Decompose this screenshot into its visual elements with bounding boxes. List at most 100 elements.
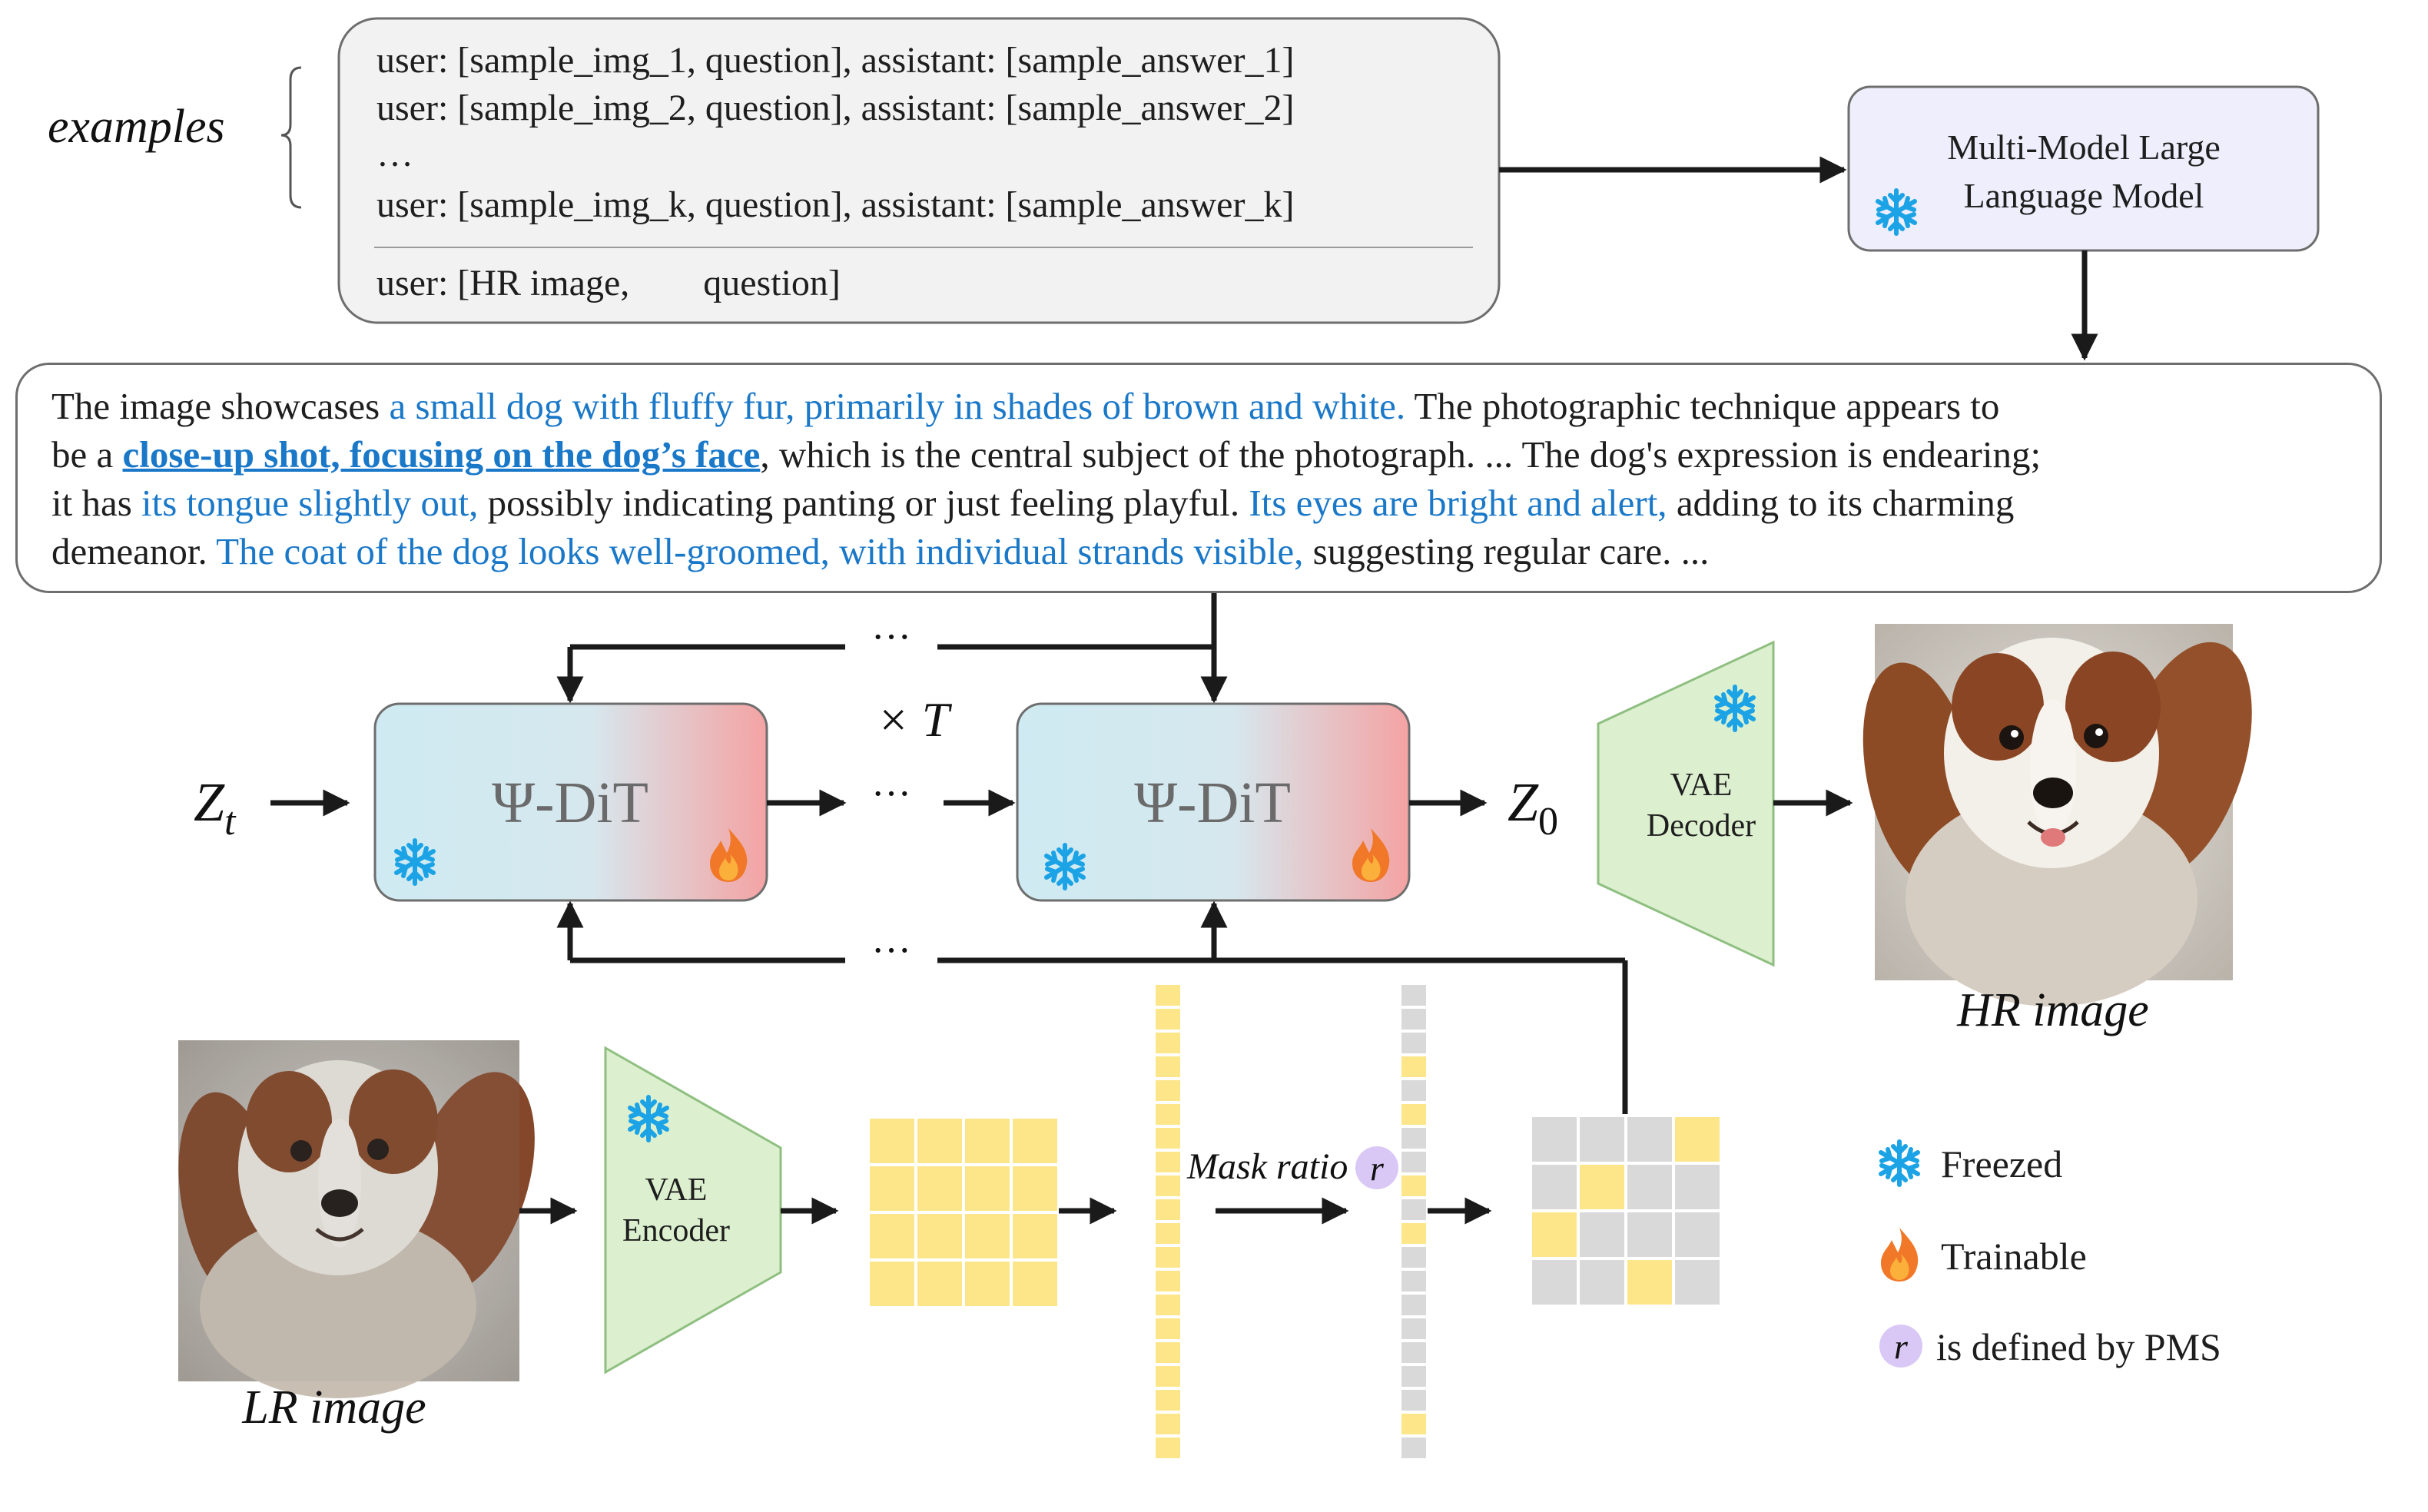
caption-text: The photographic technique appears to [1405, 385, 2000, 427]
masked-token-cell [1398, 1030, 1429, 1056]
latent-cell [867, 1163, 917, 1214]
prompt-query-line: user: [HR image, question] [376, 263, 841, 303]
token-cell [1153, 1339, 1183, 1366]
token-cell [1153, 982, 1183, 1009]
mllm-caption-box: The image showcases a small dog with flu… [15, 363, 2382, 593]
prompt-line-k: user: [sample_img_k, question], assistan… [376, 184, 1294, 225]
token-cell [1153, 1125, 1183, 1152]
masked-token-cell [1398, 1053, 1429, 1080]
latent-cell [1010, 1258, 1060, 1309]
caption-text: , which is the central subject of the ph… [760, 433, 2042, 476]
masked-token-cell [1398, 1292, 1429, 1318]
latent-cell [867, 1258, 917, 1309]
legend-r-symbol: r [1894, 1327, 1909, 1366]
vae-decoder-shape [1597, 640, 1775, 967]
masked-grid-cell [1672, 1114, 1723, 1165]
masked-token-cell [1398, 1172, 1429, 1199]
latent-cell [1010, 1163, 1060, 1214]
flame-icon [1881, 1228, 1919, 1282]
token-cell [1153, 1292, 1183, 1318]
latent-cell [962, 1116, 1013, 1166]
prompt-line-1: user: [sample_img_1, question], assistan… [376, 40, 1294, 81]
token-cell [1153, 1315, 1183, 1342]
ellipsis-top: ··· [871, 615, 911, 659]
prompt-line-ellipsis: … [376, 134, 413, 174]
masked-token-cell [1398, 1220, 1429, 1247]
token-cell [1153, 1196, 1183, 1223]
token-cell [1153, 1077, 1183, 1104]
caption-highlight: The coat of the dog looks well-groomed, … [216, 530, 1304, 572]
masked-grid-cell [1577, 1209, 1627, 1260]
caption-highlight: Its eyes are bright and alert, [1249, 482, 1667, 524]
masked-token-cell [1398, 1244, 1429, 1271]
masked-token-column [1398, 982, 1429, 1461]
masked-grid-cell [1672, 1209, 1723, 1260]
caption-highlight: its tongue slightly out, [141, 482, 479, 524]
vae-decoder-line2: Decoder [1647, 808, 1756, 844]
legend-r-badge [1879, 1325, 1922, 1368]
token-cell [1153, 1387, 1183, 1414]
token-cell [1153, 1172, 1183, 1199]
masked-grid [1529, 1114, 1723, 1308]
hr-image-label: HR image [1956, 984, 2149, 1036]
masked-grid-cell [1529, 1114, 1580, 1165]
r-badge [1355, 1146, 1398, 1189]
masked-token-cell [1398, 1339, 1429, 1366]
masked-grid-cell [1624, 1114, 1675, 1165]
caption-text: suggesting regular care. ... [1303, 530, 1710, 572]
token-column [1153, 982, 1183, 1461]
masked-grid-cell [1624, 1257, 1675, 1308]
lr-image-label: LR image [241, 1381, 426, 1434]
latent-cell [962, 1258, 1013, 1309]
latent-cell [867, 1211, 917, 1262]
dit-block-1-label: Ψ-DiT [492, 771, 648, 835]
masked-grid-cell [1577, 1114, 1627, 1165]
mllm-label-line1: Multi-Model Large [1947, 128, 2221, 167]
ellipsis-middle: ··· [871, 772, 911, 816]
masked-grid-cell [1529, 1162, 1580, 1212]
latent-cell [1010, 1116, 1060, 1166]
legend: Freezed Trainable r is defined by PMS [1879, 1142, 2221, 1368]
caption-text: it has [51, 482, 142, 524]
latent-cell [914, 1116, 965, 1166]
token-cell [1153, 1149, 1183, 1175]
masked-grid-cell [1624, 1162, 1675, 1212]
token-cell [1153, 1434, 1183, 1461]
caption-text: The image showcases [51, 385, 390, 427]
masked-token-cell [1398, 1077, 1429, 1104]
snowflake-icon [1881, 1142, 1918, 1185]
prompt-line-2: user: [sample_img_2, question], assistan… [376, 88, 1294, 128]
caption-text: be a [51, 433, 123, 476]
lr-image [178, 1040, 535, 1398]
vae-encoder-shape [604, 1046, 782, 1374]
masked-token-cell [1398, 1387, 1429, 1414]
masked-token-cell [1398, 1125, 1429, 1152]
vae-decoder-line1: VAE [1670, 768, 1733, 803]
token-cell [1153, 1220, 1183, 1247]
times-t-label: × T [877, 692, 953, 747]
latent-cell [962, 1211, 1013, 1262]
masked-grid-cell [1624, 1209, 1675, 1260]
latent-cell [914, 1211, 965, 1262]
masked-grid-cell [1577, 1162, 1627, 1212]
token-cell [1153, 1363, 1183, 1390]
masked-grid-cell [1672, 1162, 1723, 1212]
caption-line-1: The image showcases a small dog with flu… [51, 382, 2352, 430]
ellipsis-bottom: ··· [871, 929, 911, 973]
legend-freezed: Freezed [1941, 1142, 2062, 1185]
examples-label: examples [48, 101, 225, 153]
latent-cell [914, 1258, 965, 1309]
token-cell [1153, 1244, 1183, 1271]
masked-grid-cell [1672, 1257, 1723, 1308]
caption-text: demeanor. [51, 530, 217, 572]
token-cell [1153, 1030, 1183, 1056]
masked-token-cell [1398, 1315, 1429, 1342]
masked-grid-cell [1529, 1209, 1580, 1260]
masked-grid-cell [1577, 1257, 1627, 1308]
caption-highlight-underlined: close-up shot, focusing on the dog’s fac… [122, 433, 761, 476]
caption-line-2: be a close-up shot, focusing on the dog’… [51, 430, 2352, 479]
masked-token-cell [1398, 1268, 1429, 1295]
caption-line-4: demeanor. The coat of the dog looks well… [51, 527, 2352, 575]
token-cell [1153, 1268, 1183, 1295]
